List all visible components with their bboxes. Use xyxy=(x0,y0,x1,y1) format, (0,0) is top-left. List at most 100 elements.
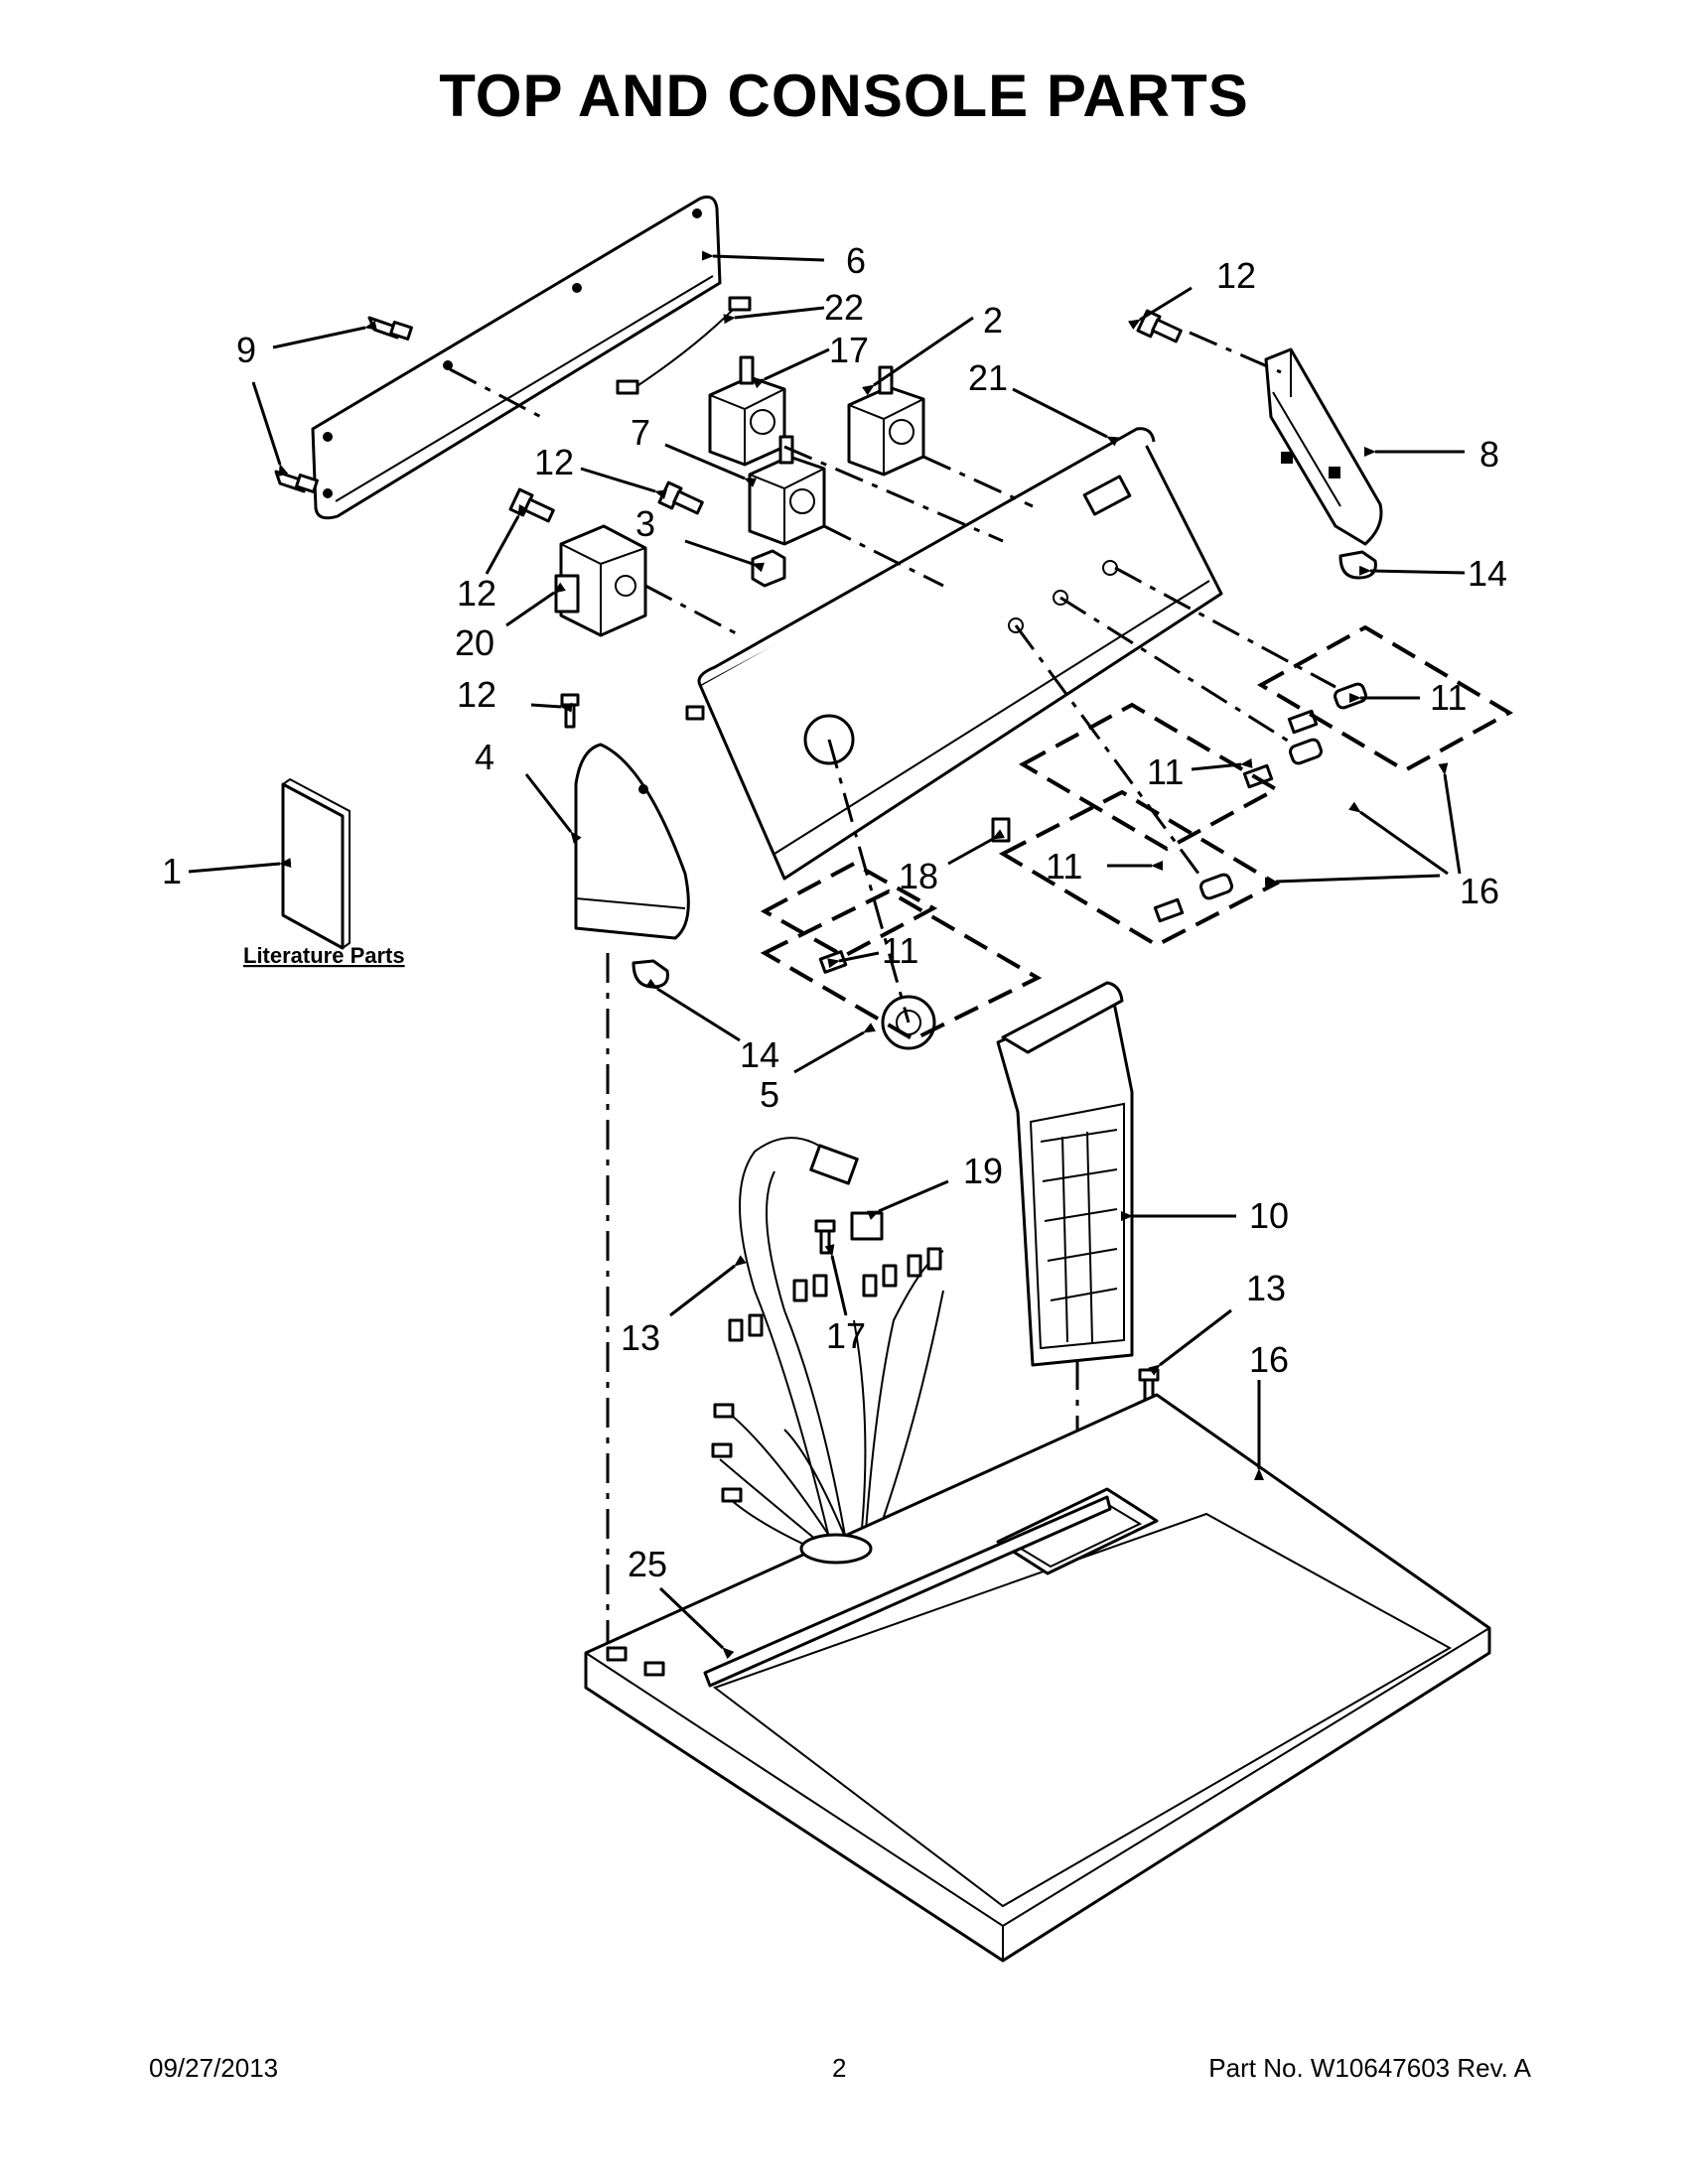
leader-2 xyxy=(862,316,974,396)
leader-25 xyxy=(658,1586,735,1660)
literature-part-1 xyxy=(281,777,351,950)
leader-11b xyxy=(1191,757,1253,771)
assembly-line-knob-2 xyxy=(1059,596,1292,745)
leader-3 xyxy=(684,539,766,573)
knob-outline-5-upper xyxy=(760,861,938,959)
leader-5 xyxy=(793,1023,877,1074)
page-title: TOP AND CONSOLE PARTS xyxy=(439,63,1249,129)
timer-part-21 xyxy=(554,524,647,637)
leader-19 xyxy=(752,347,830,389)
leader-17 xyxy=(824,1244,848,1316)
connector-part-3 xyxy=(751,549,786,588)
callout-5: 5 xyxy=(760,1074,779,1115)
knob-outline-5 xyxy=(760,888,1043,1042)
callout-6: 6 xyxy=(846,240,866,281)
leader-15 xyxy=(669,1255,747,1317)
leader-23 xyxy=(1012,387,1120,447)
assembly-line-rear xyxy=(449,367,542,419)
leader-12c xyxy=(1128,286,1193,331)
sensor-part-22 xyxy=(850,1211,884,1241)
callout-4: 4 xyxy=(475,737,494,777)
knob-outline-18-middle xyxy=(1018,702,1281,852)
screw-part-17 xyxy=(814,1219,836,1255)
footer-date: 09/27/2013 xyxy=(149,2053,279,2083)
callout-11a: 11 xyxy=(1430,677,1467,718)
assembly-line-21 xyxy=(644,584,741,637)
knob-outline-18-bottom xyxy=(998,789,1281,948)
callout-7: 7 xyxy=(631,412,650,453)
leader-18c xyxy=(1264,874,1441,887)
callout-17: 17 xyxy=(826,1315,866,1356)
screw-part-9-upper xyxy=(367,316,413,341)
leader-18b xyxy=(1348,801,1449,876)
leader-12a xyxy=(485,503,528,575)
wire-harness-part-15 xyxy=(711,1137,944,1560)
lint-filter-part-10 xyxy=(996,981,1134,1367)
assembly-line-knob-1 xyxy=(1114,566,1336,689)
leader-12b xyxy=(580,467,667,500)
leader-20 xyxy=(947,829,1006,866)
leader-1 xyxy=(188,858,292,874)
callout-2: 2 xyxy=(983,300,1003,341)
leader-7 xyxy=(664,443,758,487)
assembly-line-2 xyxy=(922,455,1034,508)
callout-10: 10 xyxy=(1249,1195,1289,1236)
leader-9b xyxy=(251,381,289,478)
callout-21: 20 xyxy=(455,622,494,663)
callout-16: 16 xyxy=(1249,1339,1289,1380)
callout-12a: 12 xyxy=(457,573,496,614)
callout-14a: 14 xyxy=(1468,553,1507,594)
leader-6 xyxy=(701,250,825,262)
clip-part-14-left xyxy=(632,959,669,989)
rear-panel-part xyxy=(311,195,722,520)
leader-4 xyxy=(524,773,582,844)
callout-1: 1 xyxy=(162,851,182,891)
callout-23: 21 xyxy=(968,357,1008,398)
assembly-line-8 xyxy=(1189,331,1282,374)
assembly-line-19 xyxy=(783,445,1004,543)
leader-24 xyxy=(723,306,825,325)
footer-part-number: Part No. W10647603 Rev. A xyxy=(1208,2053,1531,2083)
footer-page-number: 2 xyxy=(832,2053,847,2083)
callout-8: 8 xyxy=(1479,434,1499,475)
callout-12d: 12 xyxy=(457,674,496,715)
dryer-top-part-16 xyxy=(584,1393,1491,1963)
callout-3: 3 xyxy=(635,503,655,544)
callout-18: 16 xyxy=(1460,871,1499,911)
leader-9a xyxy=(272,320,377,349)
callout-11c: 11 xyxy=(1046,846,1082,887)
leader-14a xyxy=(1358,565,1466,576)
callout-13: 13 xyxy=(1246,1268,1286,1308)
callout-20: 18 xyxy=(899,856,938,896)
leader-13 xyxy=(1148,1308,1232,1376)
callout-15: 13 xyxy=(621,1317,660,1358)
callout-12b: 12 xyxy=(534,442,574,482)
knob-outline-18-top xyxy=(1256,624,1514,773)
callout-11d: 11 xyxy=(882,930,918,971)
leader-22 xyxy=(866,1179,949,1220)
end-cap-part-8 xyxy=(1264,347,1383,546)
callout-24: 22 xyxy=(824,287,864,328)
console-panel-part-23 xyxy=(685,427,1223,881)
assembly-line-knob-5 xyxy=(827,739,911,1024)
leader-18a xyxy=(1438,762,1462,875)
screw-part-12-bracket xyxy=(560,693,580,729)
assembly-line-7 xyxy=(823,524,944,588)
leader-21 xyxy=(505,582,566,627)
callout-9: 9 xyxy=(236,330,256,370)
assembly-line-knob-3 xyxy=(1014,624,1203,879)
leader-12d xyxy=(530,702,573,713)
callout-19: 17 xyxy=(829,330,869,370)
leader-14b xyxy=(645,978,741,1042)
callout-25: 25 xyxy=(628,1544,667,1584)
callout-14b: 14 xyxy=(740,1034,779,1075)
end-cap-part-4 xyxy=(574,743,690,940)
callout-11b: 11 xyxy=(1147,751,1184,792)
switch-part-19 xyxy=(708,355,786,467)
screw-part-9-lower xyxy=(274,470,319,493)
switch-part-2 xyxy=(847,365,925,477)
callout-22: 19 xyxy=(963,1151,1003,1191)
switch-part-7 xyxy=(748,435,826,546)
clip-part-14-right xyxy=(1338,550,1377,580)
